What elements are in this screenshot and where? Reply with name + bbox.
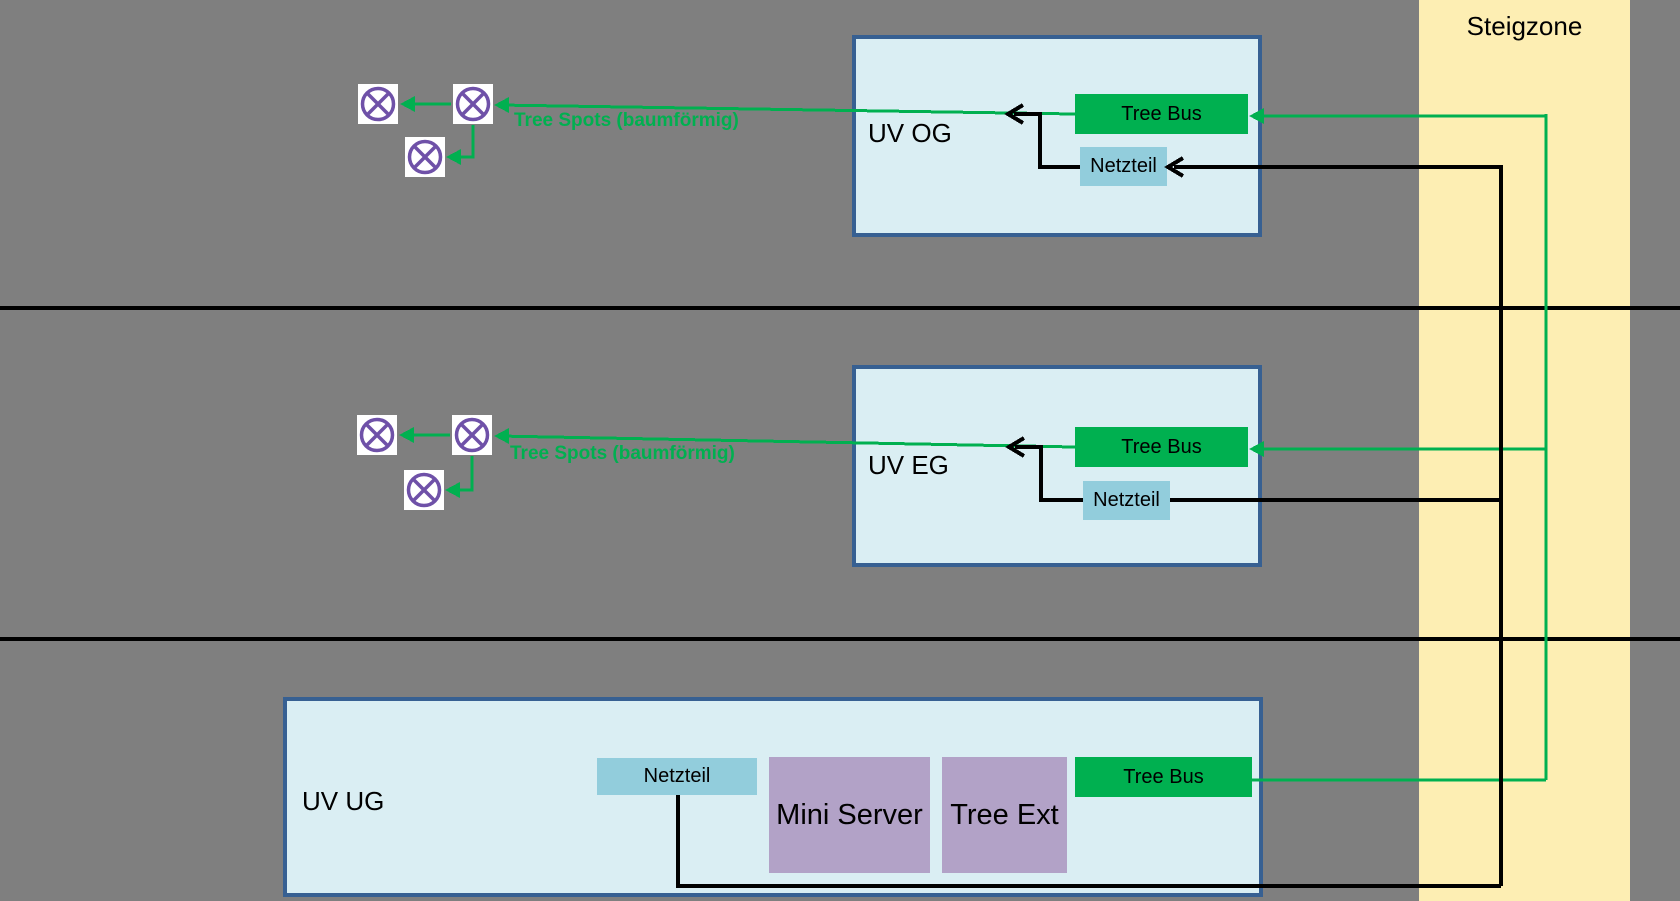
green-arrowhead (494, 428, 509, 444)
tree-ext-box: Tree Ext (942, 757, 1067, 873)
green-arrowhead (399, 427, 414, 443)
netzteil-og: Netzteil (1080, 147, 1167, 186)
spot-lamp-icon (404, 470, 444, 510)
netzteil-ug: Netzteil (597, 758, 757, 795)
floor-separator-og-eg (0, 306, 1680, 310)
netzteil-eg-label: Netzteil (1093, 489, 1160, 511)
green-arrowhead (494, 97, 509, 113)
tree-spots-label-eg: Tree Spots (baumförmig) (510, 443, 735, 464)
tree-bus-ug: Tree Bus (1075, 757, 1252, 797)
tree-bus-eg: Tree Bus (1075, 427, 1248, 467)
steigzone-label: Steigzone (1466, 11, 1583, 41)
floor-separator-eg-ug (0, 637, 1680, 641)
spot-lamp-icon (453, 84, 493, 124)
uv-og-label: UV OG (868, 118, 952, 148)
netzteil-og-label: Netzteil (1090, 155, 1157, 177)
netzteil-eg: Netzteil (1083, 481, 1170, 520)
uv-ug-label: UV UG (302, 786, 385, 816)
spot-lamp-icon (452, 415, 492, 455)
wire-green-eg-spot2-to-spot3 (449, 456, 474, 492)
netzteil-ug-label: Netzteil (643, 765, 711, 787)
tree-ext-label: Tree Ext (950, 798, 1059, 831)
green-arrowhead (445, 482, 460, 498)
spot-lamp-icon (405, 137, 445, 177)
steigzone-band (1419, 0, 1630, 901)
mini-server-label: Mini Server (776, 798, 923, 831)
wire-green-og-spot2-to-spot3 (450, 125, 475, 159)
spot-lamp-icon (357, 415, 397, 455)
tree-bus-og-label: Tree Bus (1121, 102, 1202, 125)
tree-bus-eg-label: Tree Bus (1121, 435, 1202, 458)
uv-eg-label: UV EG (868, 450, 949, 480)
tree-bus-og: Tree Bus (1075, 94, 1248, 134)
tree-bus-ug-label: Tree Bus (1123, 765, 1204, 788)
tree-spots-label-og: Tree Spots (baumförmig) (514, 110, 739, 131)
green-arrowhead (446, 149, 461, 165)
mini-server-box: Mini Server (769, 757, 930, 873)
spot-lamp-icon (358, 84, 398, 124)
green-arrowhead (400, 96, 415, 112)
